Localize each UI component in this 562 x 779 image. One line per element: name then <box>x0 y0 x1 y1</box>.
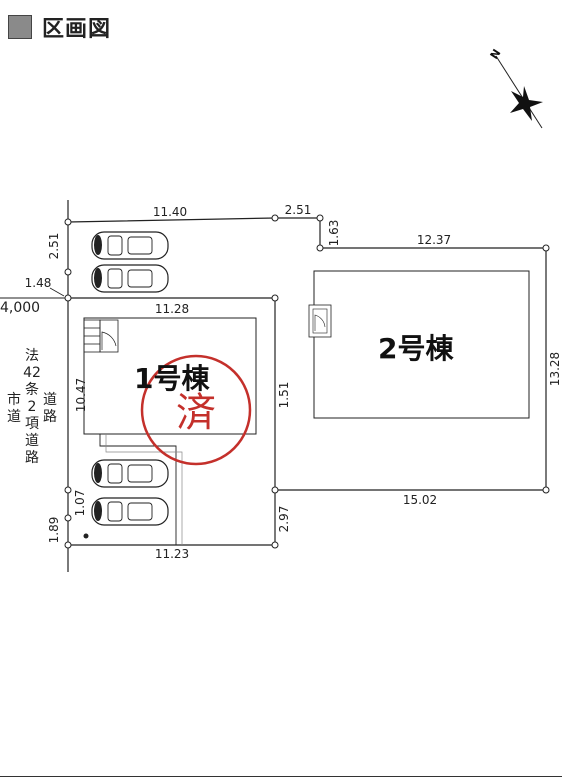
road-char: 42 <box>23 365 41 381</box>
dim-lot1-top: 11.28 <box>155 302 189 316</box>
lot2-door-icon <box>308 304 332 338</box>
lot1-steps <box>83 319 101 353</box>
dim-right-297: 2.97 <box>277 506 291 533</box>
road-char: 項 <box>25 416 39 432</box>
stamp-text: 済 <box>176 390 216 436</box>
road-label: 法 42 条 2 項 道 路 市 道 道 路 <box>7 348 57 466</box>
road-char: 路 <box>43 409 57 425</box>
dim-top-left: 11.40 <box>153 205 187 219</box>
car-icon <box>91 459 169 488</box>
dim-left-148: 1.48 <box>25 276 52 290</box>
lot1-building <box>83 317 257 435</box>
boundary-markers <box>64 214 550 549</box>
leader-line <box>49 287 65 297</box>
road-char: 条 <box>25 381 39 398</box>
lot2-label: 2号棟 <box>378 332 454 365</box>
header: 区画図 <box>8 12 111 42</box>
car-icon <box>91 497 169 526</box>
road-char: 道 <box>25 433 39 449</box>
dim-top-mid: 2.51 <box>285 203 312 217</box>
lot1-label: 1号棟 <box>134 362 210 395</box>
dim-lot2-top: 12.37 <box>417 233 451 247</box>
dim-lot1-left: 10.47 <box>74 378 88 412</box>
dim-lot2-right: 13.28 <box>548 352 562 386</box>
lot1-walkway-inner <box>105 434 183 545</box>
page-title: 区画図 <box>42 17 112 42</box>
utility-mark <box>83 533 89 539</box>
dim-bottom: 11.23 <box>155 547 189 561</box>
lot1-walkway <box>99 434 177 545</box>
car-icon <box>91 264 169 293</box>
lot2-building <box>313 270 530 419</box>
north-label: N <box>488 47 504 62</box>
road-char: 2 <box>28 399 37 415</box>
north-compass-icon: N <box>488 47 543 129</box>
road-char: 道 <box>7 409 21 425</box>
dim-center: 1.51 <box>277 382 291 409</box>
dim-lot2-bottom: 15.02 <box>403 493 437 507</box>
dim-left-107: 1.07 <box>73 490 87 517</box>
road-width: 4,000 <box>0 300 40 316</box>
lot1-door-icon <box>99 319 119 353</box>
dim-jog: 1.63 <box>327 220 341 247</box>
road-char: 路 <box>25 450 39 466</box>
dim-left-upper: 2.51 <box>47 233 61 260</box>
road-char: 法 <box>25 348 39 364</box>
road-char: 市 <box>7 391 21 408</box>
road-char: 道 <box>43 392 57 408</box>
sold-stamp: 済 <box>140 354 252 466</box>
bottom-divider <box>0 776 562 777</box>
dim-left-189: 1.89 <box>47 517 61 544</box>
car-icon <box>91 231 169 260</box>
header-square-icon <box>8 15 32 39</box>
